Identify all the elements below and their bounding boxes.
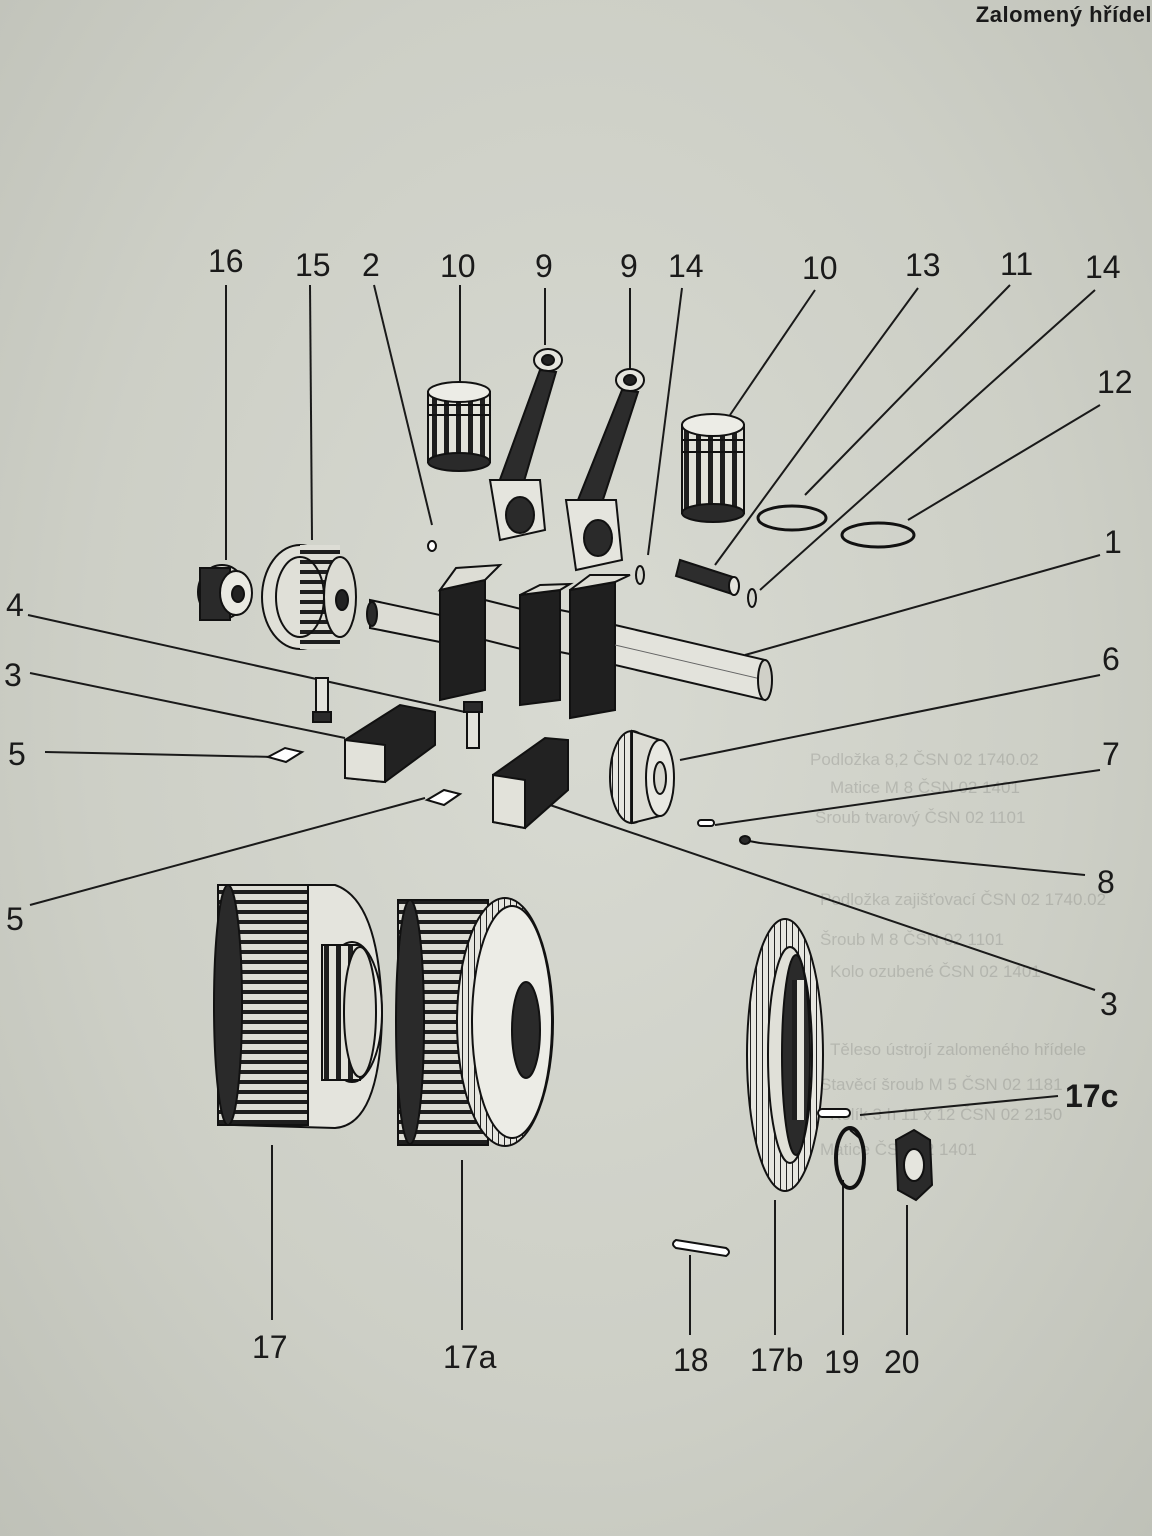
part-3-bearing-cap-left <box>344 703 436 784</box>
part-17c-pin <box>817 1108 851 1118</box>
part-3-bearing-cap-right <box>492 736 569 830</box>
part-20-nut <box>894 1128 934 1202</box>
callout-numbers: 16 15 2 10 9 9 14 10 13 11 14 12 1 4 3 5… <box>4 243 1133 1380</box>
callout-14-right: 14 <box>1085 249 1121 285</box>
part-5-washer-right <box>424 788 463 807</box>
callout-3-right: 3 <box>1100 986 1118 1022</box>
callout-17a: 17a <box>443 1339 497 1375</box>
callout-9-right: 9 <box>620 248 638 284</box>
part-14-circlip-right <box>747 588 757 608</box>
callout-6: 6 <box>1102 641 1120 677</box>
part-9-connecting-rod-left <box>488 348 563 542</box>
callout-7: 7 <box>1102 736 1120 772</box>
callout-14-left: 14 <box>668 248 704 284</box>
part-19-lock-washer <box>834 1126 866 1190</box>
part-9-connecting-rod-right <box>564 368 645 572</box>
part-11-piston-ring <box>756 504 828 532</box>
part-17-flywheel <box>213 884 384 1130</box>
callout-8: 8 <box>1097 864 1115 900</box>
callout-3-left: 3 <box>4 657 22 693</box>
callout-12: 12 <box>1097 364 1133 400</box>
callout-17b: 17b <box>750 1342 803 1378</box>
callout-2: 2 <box>362 247 380 283</box>
part-7-key <box>697 819 715 827</box>
part-4-bolt-right <box>463 701 483 749</box>
callout-16: 16 <box>208 243 244 279</box>
part-15-pulley <box>261 544 357 650</box>
callout-20: 20 <box>884 1344 920 1380</box>
part-13-piston-pin <box>674 558 740 596</box>
callout-9-left: 9 <box>535 248 553 284</box>
part-17a-flywheel-gear <box>395 897 554 1147</box>
part-1-crankshaft <box>366 563 773 720</box>
part-8-screw <box>739 835 761 845</box>
part-12-piston-ring <box>840 521 916 549</box>
callout-18: 18 <box>673 1342 709 1378</box>
part-4-bolt-left <box>312 677 332 723</box>
callout-15: 15 <box>295 247 331 283</box>
part-5-washer-left <box>265 746 305 764</box>
part-10-piston-right <box>681 413 745 523</box>
part-16-drive-sprocket <box>197 564 253 621</box>
callout-13: 13 <box>905 247 941 283</box>
callout-4: 4 <box>6 587 24 623</box>
callout-5-lower: 5 <box>6 901 24 937</box>
part-14-circlip-left <box>635 565 645 585</box>
part-10-piston-left <box>427 381 491 472</box>
page-title: Zalomený hřídel <box>975 2 1152 27</box>
part-17b-ring-gear <box>746 918 824 1192</box>
callout-19: 19 <box>824 1344 860 1380</box>
callout-11: 11 <box>1000 246 1033 282</box>
part-6-bearing-ring <box>609 729 675 825</box>
callout-1: 1 <box>1104 524 1122 560</box>
callout-17c: 17c <box>1065 1078 1118 1114</box>
callout-5-upper: 5 <box>8 736 26 772</box>
part-18-key <box>672 1238 730 1258</box>
leader-lines <box>27 284 1101 1335</box>
callout-17: 17 <box>252 1329 288 1365</box>
callout-10-left: 10 <box>440 248 476 284</box>
callout-10-right: 10 <box>802 250 838 286</box>
part-2-pin <box>427 540 437 552</box>
